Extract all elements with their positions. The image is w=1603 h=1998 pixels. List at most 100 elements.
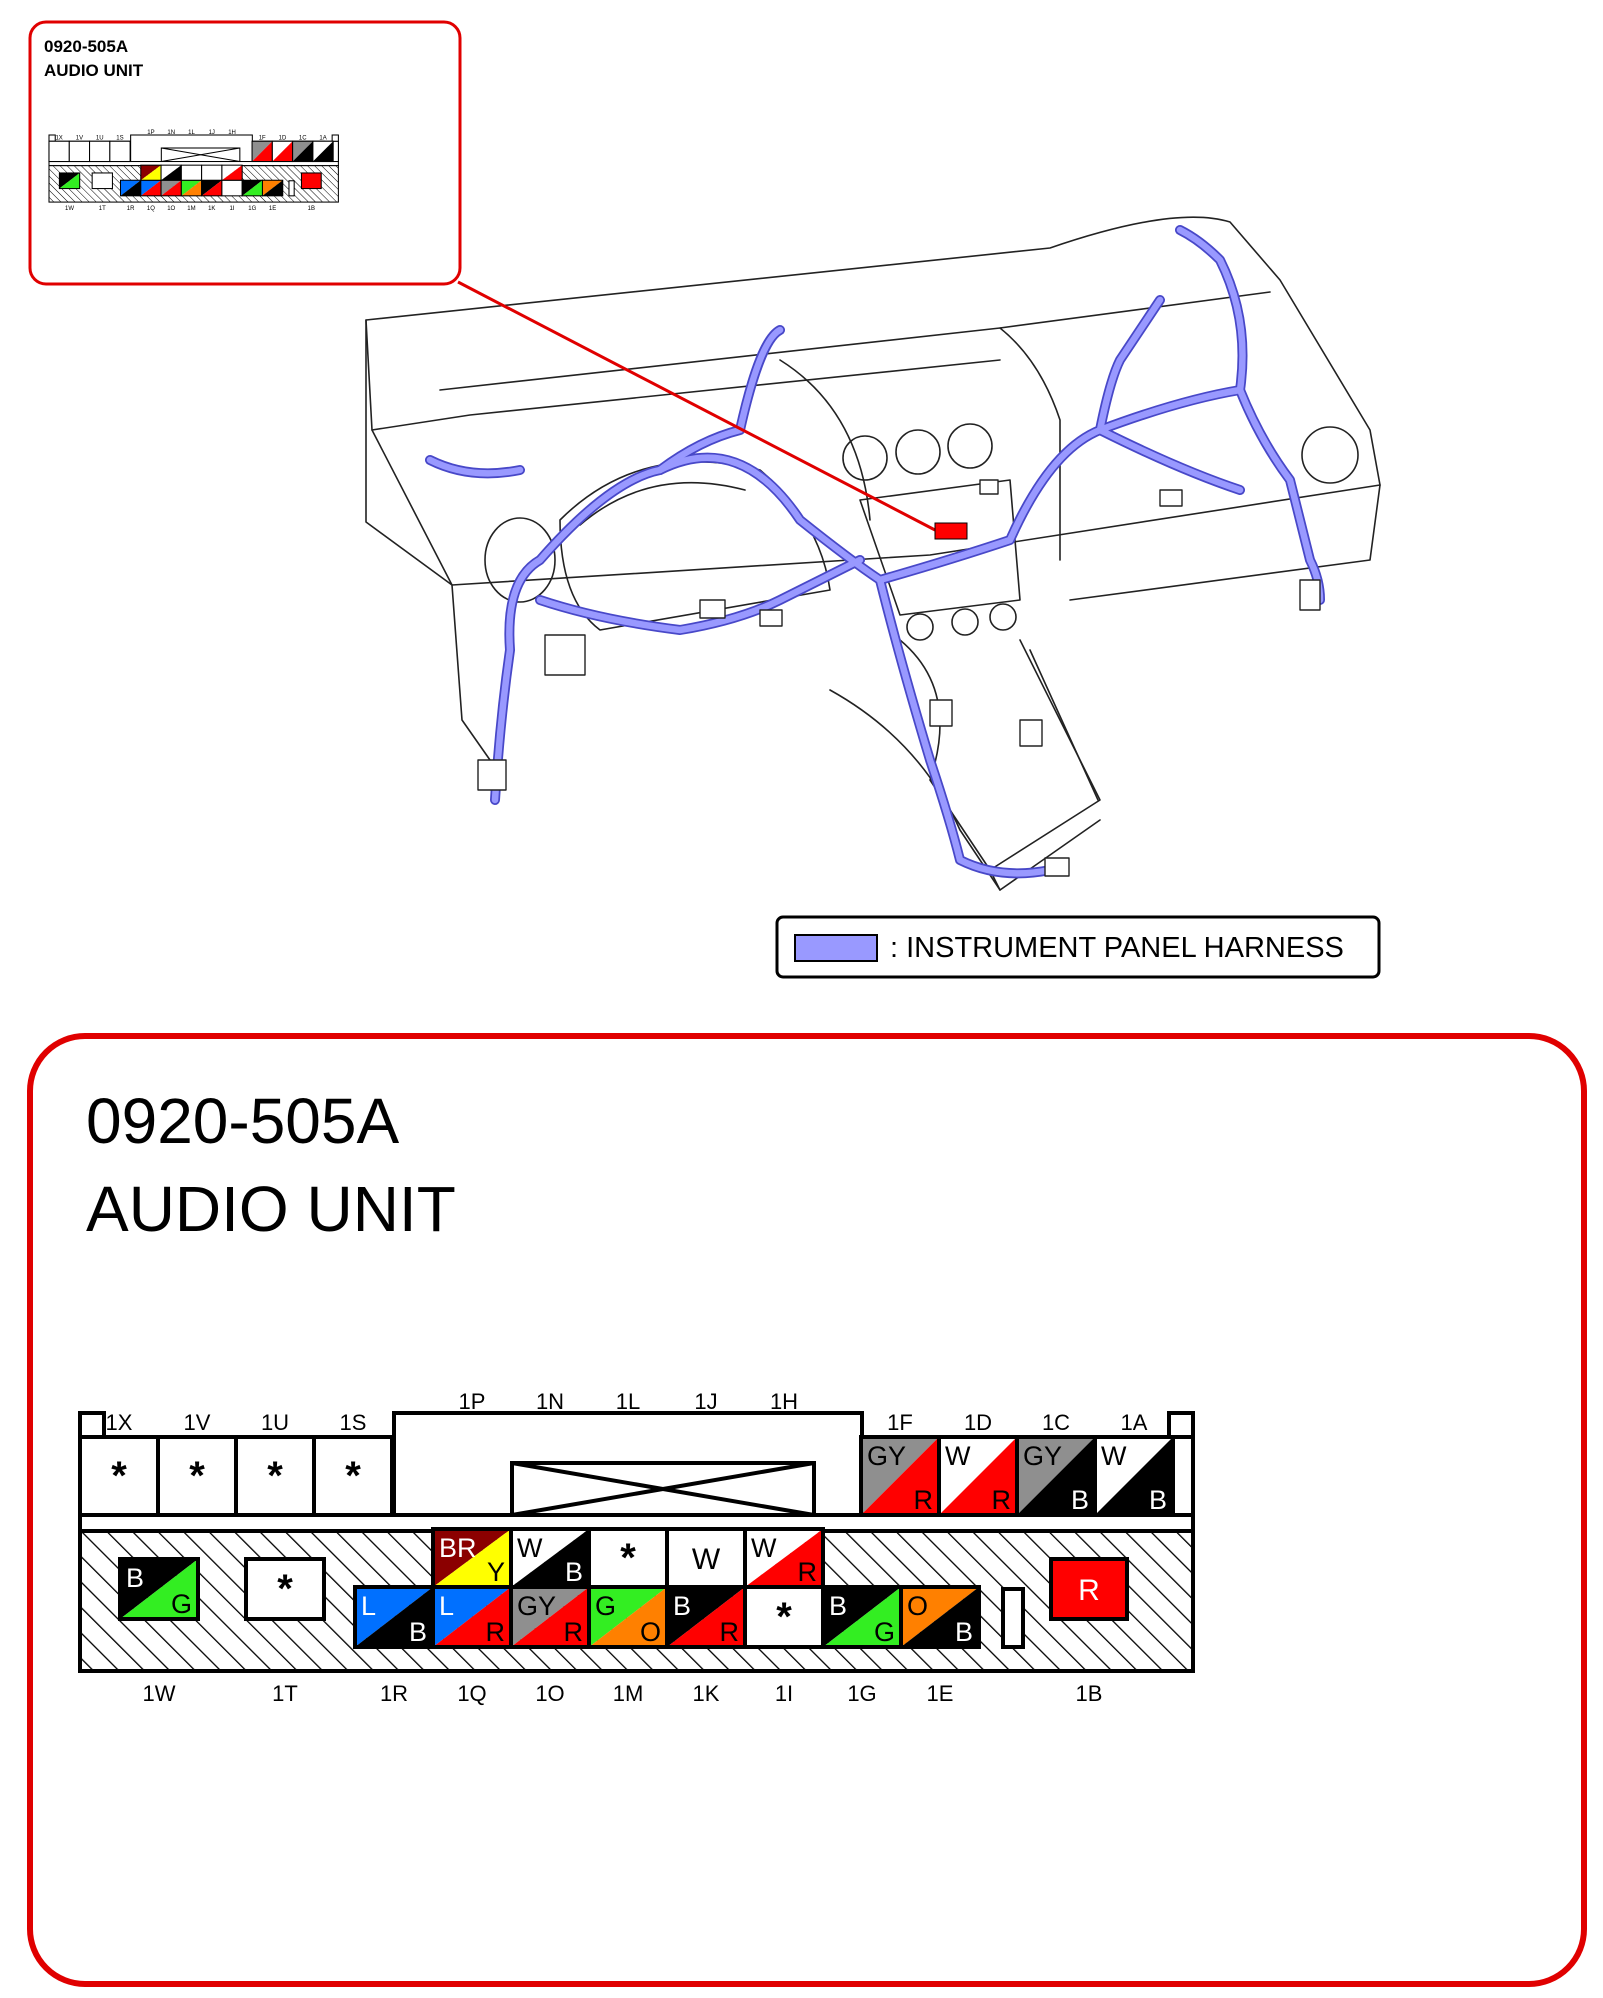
pin-label-1V: 1V (184, 1410, 211, 1435)
not-used-mark: * (776, 1595, 792, 1639)
pin-inner-3: * (587, 1527, 669, 1589)
pin-inner-3 (180, 164, 203, 181)
pin-label-1R: 1R (127, 206, 135, 212)
wire-code-secondary: R (486, 1617, 506, 1647)
pin-1F (251, 140, 273, 163)
pin-1E (261, 179, 284, 197)
wire-code-primary: B (829, 1591, 847, 1621)
detail-code: 0920-505A (86, 1085, 399, 1157)
pin-label-1B: 1B (1076, 1681, 1103, 1706)
pin-1U (89, 140, 111, 163)
pin-1C (292, 140, 314, 163)
pin-label-1T: 1T (99, 206, 106, 212)
legend-label: : INSTRUMENT PANEL HARNESS (890, 932, 1344, 964)
pin-1S (109, 140, 131, 163)
pin-label-1L: 1L (188, 130, 195, 136)
left-tab (48, 134, 56, 142)
pin-label-1F: 1F (887, 1410, 913, 1435)
pin-inner-4: W (665, 1527, 747, 1589)
callout-code: 0920-505A (44, 37, 128, 56)
not-used-mark: * (620, 1536, 636, 1580)
pin-1Q: LR (431, 1585, 513, 1649)
wire-code-secondary: Y (487, 1557, 505, 1587)
pin-label-1J: 1J (694, 1389, 717, 1414)
pin-1S: * (312, 1435, 394, 1517)
pin-label-1A: 1A (319, 135, 326, 141)
pin-label-1I: 1I (775, 1681, 793, 1706)
pin-1A: WB (1093, 1435, 1175, 1517)
pin-label-1J: 1J (209, 130, 215, 136)
not-used-mark: * (345, 1454, 361, 1498)
pin-label-1M: 1M (187, 206, 195, 212)
pin-1X: * (78, 1435, 160, 1517)
pin-1Q (140, 179, 162, 197)
wire-code-primary: BR (439, 1533, 477, 1563)
pin-1O (160, 179, 182, 197)
not-used-mark: * (277, 1567, 293, 1611)
wire-code-primary: W (751, 1533, 777, 1563)
pin-label-1A: 1A (1121, 1410, 1148, 1435)
locator-line (457, 280, 936, 532)
pin-label-1F: 1F (259, 135, 266, 141)
pin-1M: GO (587, 1585, 669, 1649)
pin-label-1P: 1P (459, 1389, 486, 1414)
pin-1G: BG (821, 1585, 903, 1649)
wire-code-secondary: B (565, 1557, 583, 1587)
pin-label-1D: 1D (964, 1410, 992, 1435)
pin-1D (271, 140, 294, 163)
legend-frame (775, 915, 1381, 979)
pin-label-1C: 1C (1042, 1410, 1070, 1435)
wire-code-primary: GY (517, 1591, 556, 1621)
not-used-mark: * (267, 1454, 283, 1498)
wire-code: R (1078, 1574, 1100, 1607)
pin-label-1H: 1H (228, 130, 236, 136)
pin-1A (312, 140, 334, 163)
pin-label-1B: 1B (308, 206, 315, 212)
right-tab (1167, 1411, 1195, 1439)
pin-1W: BG (118, 1557, 200, 1621)
pin-inner-1 (140, 164, 162, 181)
pin-1I: * (743, 1585, 825, 1649)
pin-inner-2 (160, 164, 182, 181)
pin-label-1G: 1G (847, 1681, 876, 1706)
not-used-mark: * (111, 1454, 127, 1498)
pin-label-1I: 1I (230, 206, 235, 212)
pin-1D: WR (937, 1435, 1019, 1517)
wire-code-primary: B (126, 1563, 144, 1593)
wire-code-primary: W (1101, 1441, 1127, 1471)
wire-code-secondary: R (798, 1557, 818, 1587)
instrument-panel-illustration (365, 216, 1381, 891)
not-used-mark: * (189, 1454, 205, 1498)
detail-name: AUDIO UNIT (86, 1173, 456, 1245)
wire-code-primary: W (517, 1533, 543, 1563)
pin-1G (241, 179, 263, 197)
pin-inner-1: BR Y (431, 1527, 513, 1589)
pin-label-1E: 1E (927, 1681, 954, 1706)
pin-1K (201, 179, 223, 197)
wire-code-secondary: B (955, 1617, 973, 1647)
pin-inner-2: WB (509, 1527, 591, 1589)
pin-label-1P: 1P (147, 130, 154, 136)
pin-1K: BR (665, 1585, 747, 1649)
pin-label-1Q: 1Q (457, 1681, 486, 1706)
pin-1T (91, 172, 113, 190)
pin-inner-4 (201, 164, 223, 181)
pin-label-1S: 1S (116, 135, 123, 141)
pin-label-1L: 1L (616, 1389, 640, 1414)
pin-label-1U: 1U (96, 135, 104, 141)
left-tab (78, 1411, 106, 1439)
right-tab (331, 134, 339, 142)
pin-inner-5 (221, 164, 243, 181)
pin-label-1G: 1G (248, 206, 256, 212)
pin-label-1R: 1R (380, 1681, 408, 1706)
pin-label-1W: 1W (65, 206, 74, 212)
pin-label-1S: 1S (340, 1410, 367, 1435)
wire-code-primary: G (595, 1591, 616, 1621)
wire-code: W (692, 1543, 721, 1576)
wire-code-primary: GY (867, 1441, 906, 1471)
pin-label-1Q: 1Q (147, 206, 155, 212)
